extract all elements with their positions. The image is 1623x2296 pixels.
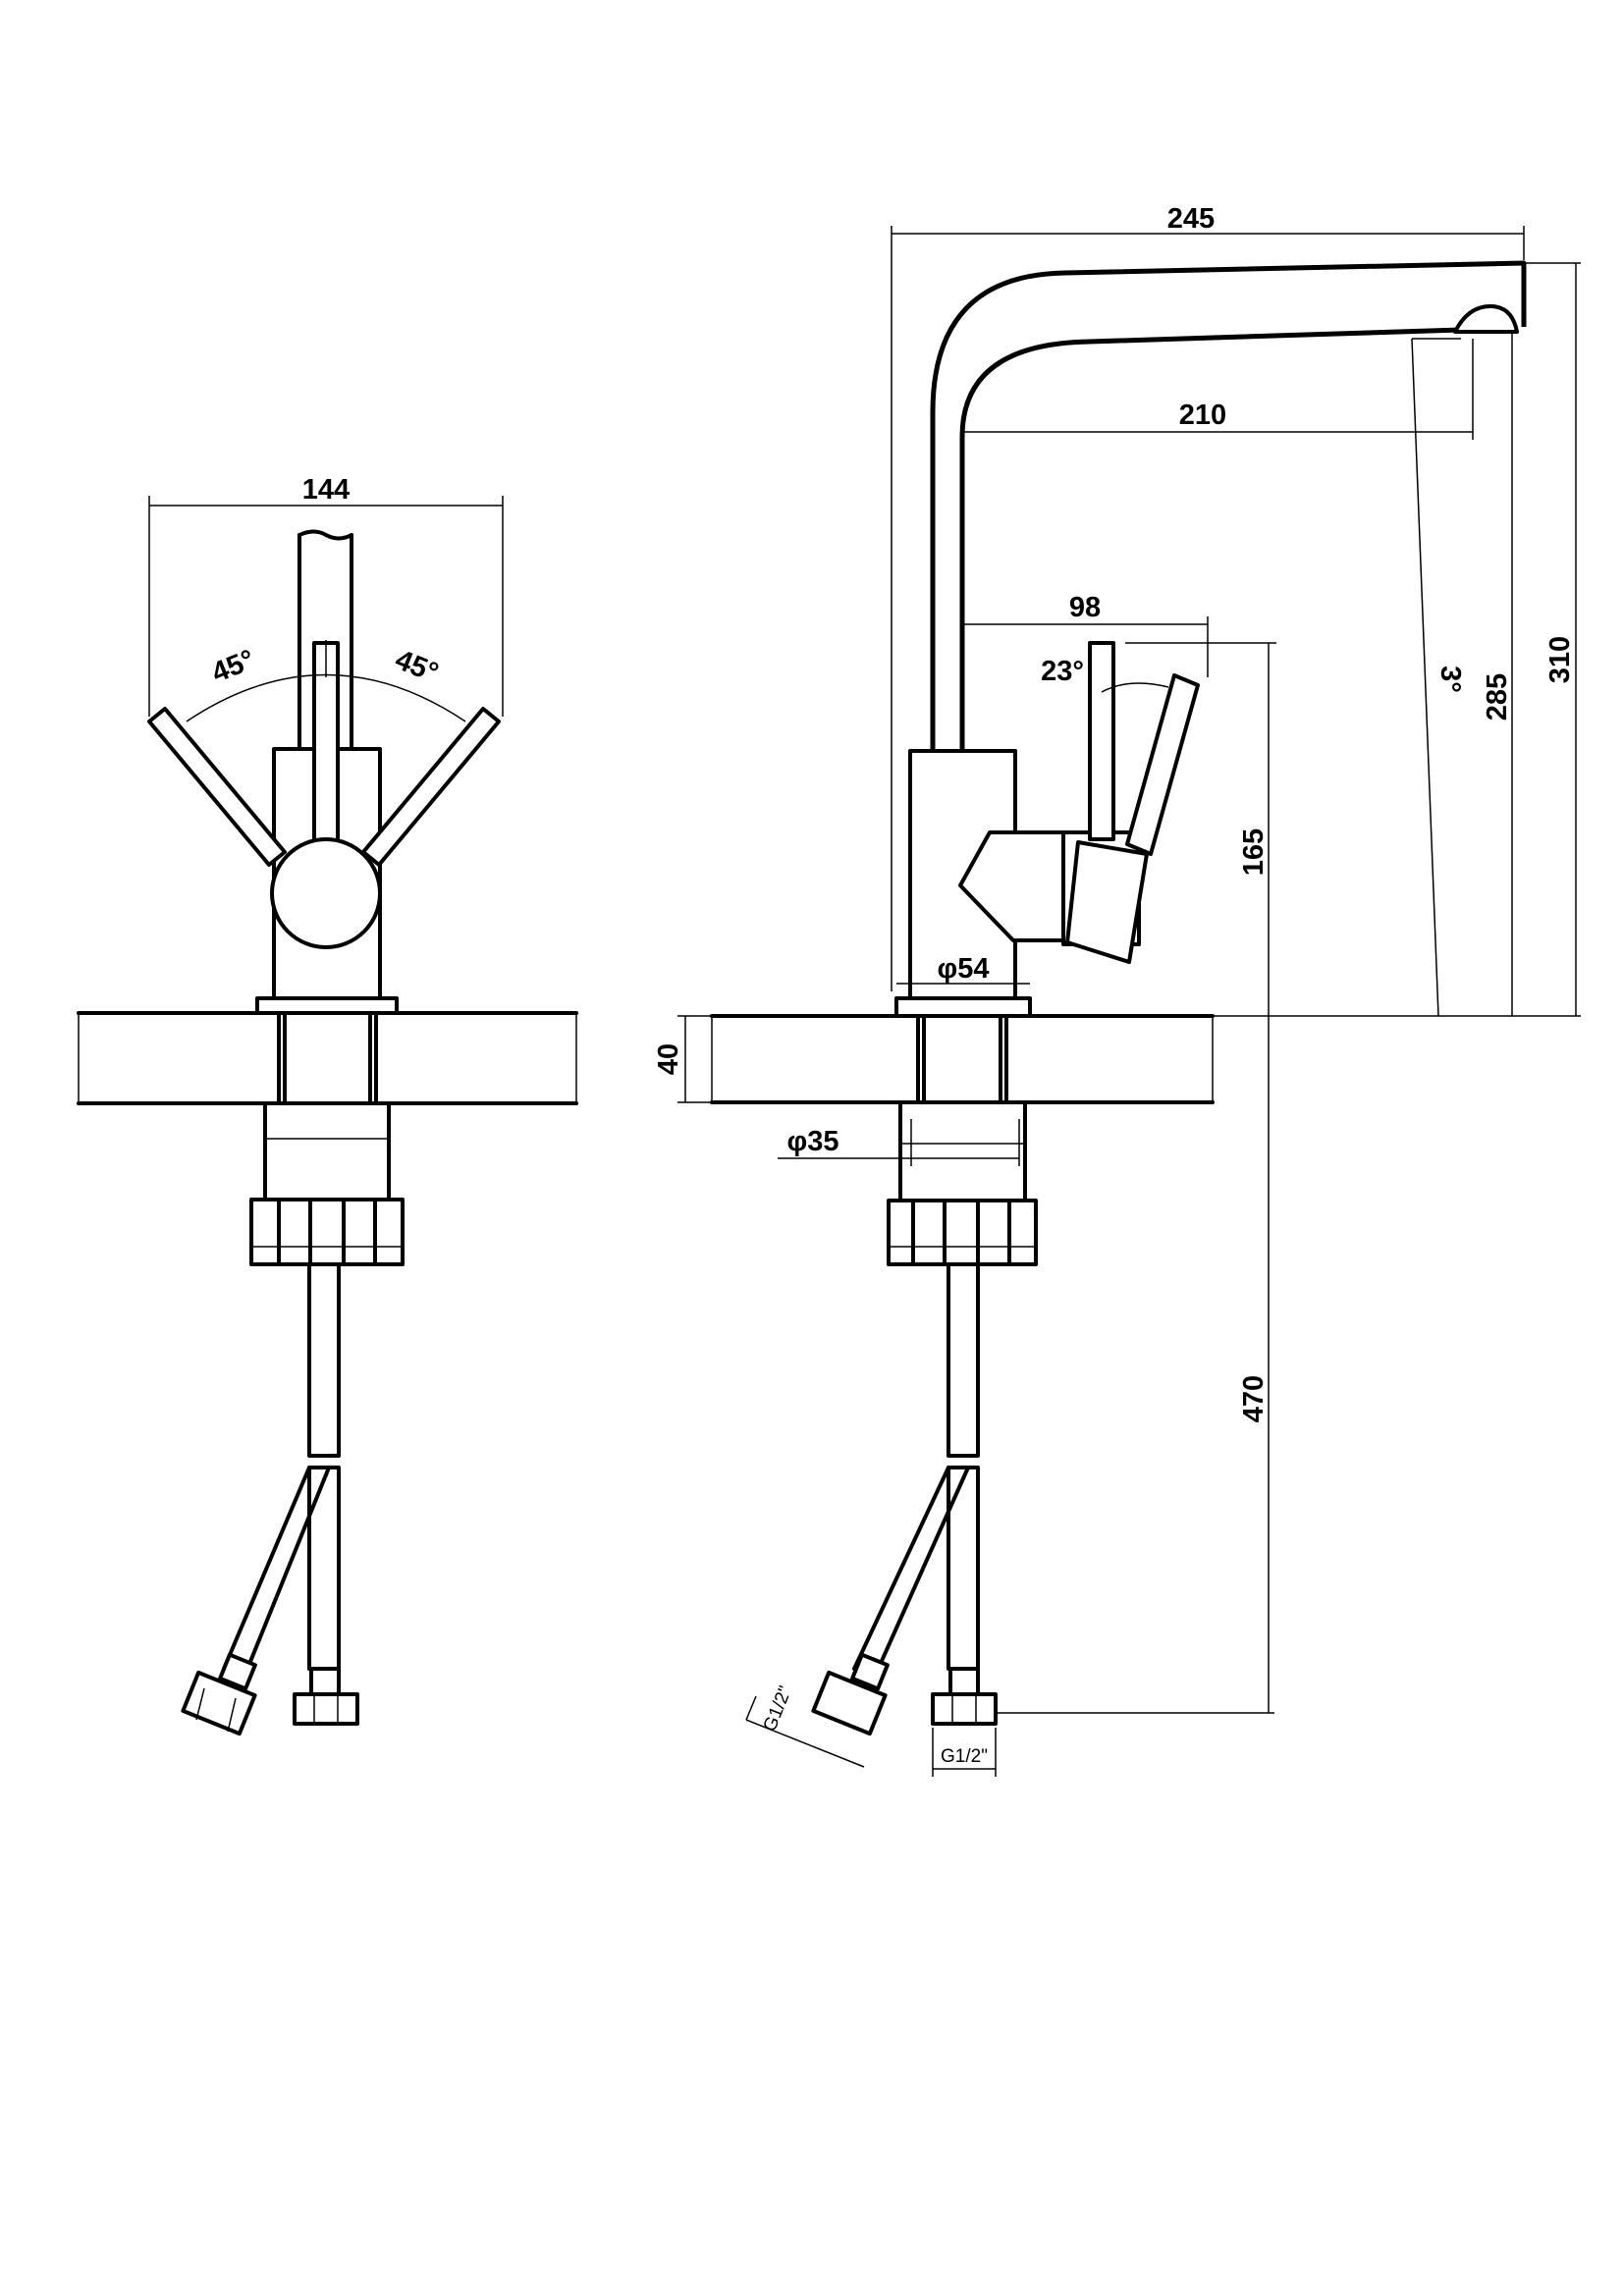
dim-spout-tilt: 3° (1411, 338, 1466, 1017)
side-aerator (1453, 304, 1519, 334)
side-mounting-nut (887, 1199, 1038, 1266)
dim-shank-diameter: φ35 (778, 1119, 1020, 1166)
dim-total-height-label: 310 (1544, 636, 1576, 683)
dim-overall-width-label: 245 (1167, 203, 1215, 235)
front-mounting-nut (249, 1198, 405, 1266)
side-handle-tilted (1125, 673, 1200, 856)
dim-base-diameter-label: φ54 (937, 953, 989, 985)
dim-front-angle-right: 45° (391, 644, 443, 689)
dim-thread-left-label: G1/2" (760, 1683, 796, 1735)
dim-thread-right: G1/2" (932, 1728, 997, 1777)
dim-front-angle-left: 45° (207, 644, 259, 689)
front-countertop (77, 1011, 578, 1105)
front-fitting-right (293, 1667, 359, 1726)
dim-base-diameter: φ54 (896, 953, 1030, 985)
dim-front-width-label: 144 (302, 474, 350, 506)
dim-spout-tilt-label: 3° (1434, 666, 1466, 693)
front-handle-cap (270, 837, 382, 949)
side-view: 245 210 98 23° 165 3° (653, 203, 1581, 1777)
dim-overall-width: 245 (891, 203, 1525, 991)
dim-front-width: 144 (148, 474, 504, 717)
dim-handle-reach: 98 (961, 592, 1209, 746)
side-base-plate (894, 996, 1032, 1018)
front-spout-column (298, 533, 353, 751)
dim-hose-length-label: 470 (1238, 1375, 1270, 1422)
front-handle-left (147, 707, 287, 867)
dim-handle-height: 165 (1125, 642, 1276, 1713)
side-spout (930, 260, 1527, 751)
side-cartridge (958, 830, 1065, 942)
dim-thread-right-label: G1/2" (941, 1746, 988, 1767)
dim-shank-diameter-label: φ35 (786, 1126, 839, 1157)
dim-countertop-label: 40 (653, 1043, 684, 1075)
front-view: 144 45° 45° (77, 474, 578, 1736)
dim-hose-length: 470 (996, 1375, 1274, 1714)
side-fitting-right (931, 1667, 998, 1726)
dim-outlet-height-label: 285 (1482, 673, 1513, 721)
front-shank (263, 1101, 391, 1201)
side-handle-upright (1088, 641, 1115, 841)
dim-countertop: 40 (653, 1015, 712, 1103)
dim-outlet-height: 285 (1482, 334, 1513, 1016)
dim-total-height: 310 (1524, 262, 1581, 1016)
side-hoses (852, 1262, 980, 1681)
dim-spout-reach-label: 210 (1179, 400, 1226, 431)
front-fitting-left (181, 1652, 257, 1736)
dim-handle-height-label: 165 (1238, 828, 1270, 876)
side-countertop (710, 1014, 1215, 1104)
side-fitting-left (811, 1652, 890, 1736)
front-handle-right (361, 707, 501, 867)
dim-spout-reach: 210 (961, 339, 1474, 452)
side-shank (898, 1100, 1027, 1202)
dim-handle-tilt: 23° (1041, 656, 1084, 687)
front-hoses (222, 1262, 341, 1681)
dim-handle-reach-label: 98 (1069, 592, 1101, 623)
front-base-plate (255, 996, 399, 1015)
side-lever-base (1065, 840, 1149, 964)
